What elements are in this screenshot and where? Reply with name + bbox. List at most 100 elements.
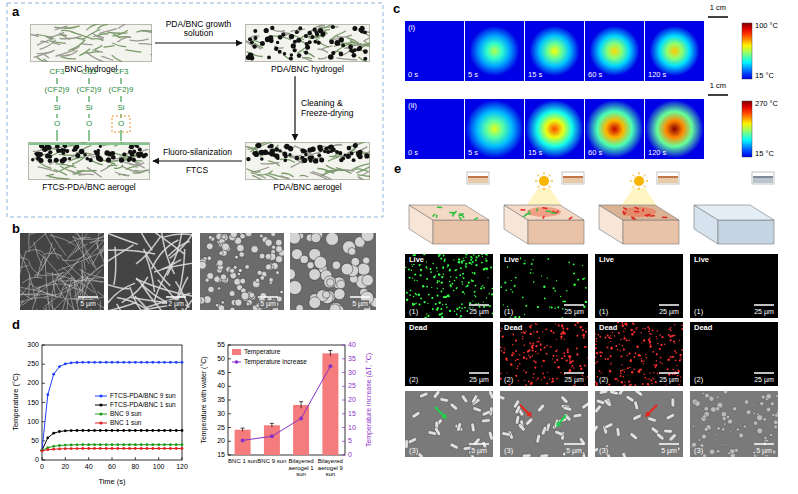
bacterium <box>438 207 442 209</box>
data-marker <box>146 361 149 364</box>
live-cell <box>440 313 442 315</box>
dead-cell <box>660 357 662 359</box>
dead-cell <box>672 335 674 337</box>
cellulose-fiber <box>303 52 315 58</box>
dead-cell <box>674 343 675 344</box>
bacterium <box>436 215 438 217</box>
dead-cell <box>538 337 540 339</box>
legend-marker <box>235 360 239 364</box>
bacterium <box>462 216 464 218</box>
dead-cell <box>552 358 553 359</box>
dead-cell <box>649 328 651 330</box>
pda-particle <box>291 43 296 48</box>
live-cell <box>419 303 421 305</box>
live-cell <box>450 276 451 277</box>
pda-particle <box>307 147 312 152</box>
nanofiber <box>91 308 105 310</box>
pda-particle <box>341 157 345 161</box>
particle <box>255 278 259 282</box>
scale-bar <box>754 304 774 306</box>
data-marker <box>151 443 154 446</box>
nanofiber <box>44 307 46 310</box>
pda-particle <box>31 158 34 161</box>
nanofiber <box>33 284 72 290</box>
dead-cell <box>623 384 625 386</box>
dead-cell <box>674 324 675 325</box>
data-marker <box>99 443 102 446</box>
debris <box>766 394 771 399</box>
live-cell <box>524 314 525 315</box>
tick <box>228 358 231 359</box>
tick <box>342 455 345 456</box>
cellulose-fiber <box>133 170 147 173</box>
dead-cell <box>641 342 642 343</box>
data-marker <box>93 361 96 364</box>
bacterium-rod <box>595 425 599 435</box>
data-line <box>42 431 182 451</box>
data-marker <box>122 443 125 446</box>
nanofiber <box>155 262 173 301</box>
data-marker <box>157 429 160 432</box>
live-cell <box>490 266 492 268</box>
debris <box>728 452 731 455</box>
chem-bond <box>57 114 58 118</box>
pda-particle <box>348 45 353 50</box>
dead-cell <box>524 332 526 334</box>
cellulose-fiber <box>125 50 141 52</box>
pda-particle <box>253 29 257 33</box>
fluorescence-background <box>405 254 493 318</box>
data-marker <box>58 430 61 433</box>
dead-cell <box>631 334 632 335</box>
tick <box>228 441 231 442</box>
nanofiber <box>20 283 31 303</box>
data-marker <box>111 443 114 446</box>
dead-cell <box>649 333 651 335</box>
tick <box>228 386 231 387</box>
data-marker <box>169 361 172 364</box>
cellulose-fiber <box>340 49 353 56</box>
bacterium <box>635 207 638 208</box>
debris <box>777 409 778 411</box>
gel-body <box>29 143 150 180</box>
dead-cell <box>550 346 552 348</box>
live-cell <box>488 293 490 295</box>
dead-cell <box>624 335 625 336</box>
live-cell <box>478 303 479 304</box>
data-marker <box>70 361 73 364</box>
scale-bar <box>166 296 186 298</box>
cellulose-fiber <box>107 165 117 166</box>
image-group <box>290 233 376 310</box>
bacterium <box>624 213 625 215</box>
data-marker <box>134 429 137 432</box>
dead-cell <box>569 362 571 364</box>
dead-cell <box>599 336 601 338</box>
dead-cell <box>556 378 558 380</box>
dead-cell <box>528 381 530 383</box>
cellulose-fiber <box>137 31 153 32</box>
data-marker <box>52 445 55 448</box>
hot-spot <box>650 26 700 76</box>
debris <box>728 437 730 439</box>
live-cell <box>410 289 412 291</box>
dead-cell <box>516 375 518 377</box>
pda-particle <box>106 158 111 163</box>
data-marker <box>46 448 49 451</box>
nanofiber <box>43 253 62 256</box>
cellulose-fiber <box>97 24 108 29</box>
dead-cell <box>546 383 548 385</box>
bacterium-rod <box>599 391 609 395</box>
dead-cell <box>678 371 680 373</box>
dead-cell <box>500 378 502 380</box>
cellulose-fiber <box>95 45 103 49</box>
cellulose-fiber <box>130 39 149 41</box>
live-cell <box>483 268 485 270</box>
live-cell <box>463 260 465 262</box>
data-marker <box>111 447 114 450</box>
tank-front <box>528 220 584 244</box>
dead-cell <box>644 328 646 330</box>
dead-cell <box>537 378 539 380</box>
data-marker <box>299 416 303 420</box>
dead-cell <box>675 359 677 361</box>
dead-cell <box>525 384 527 386</box>
nanofiber <box>24 309 55 310</box>
